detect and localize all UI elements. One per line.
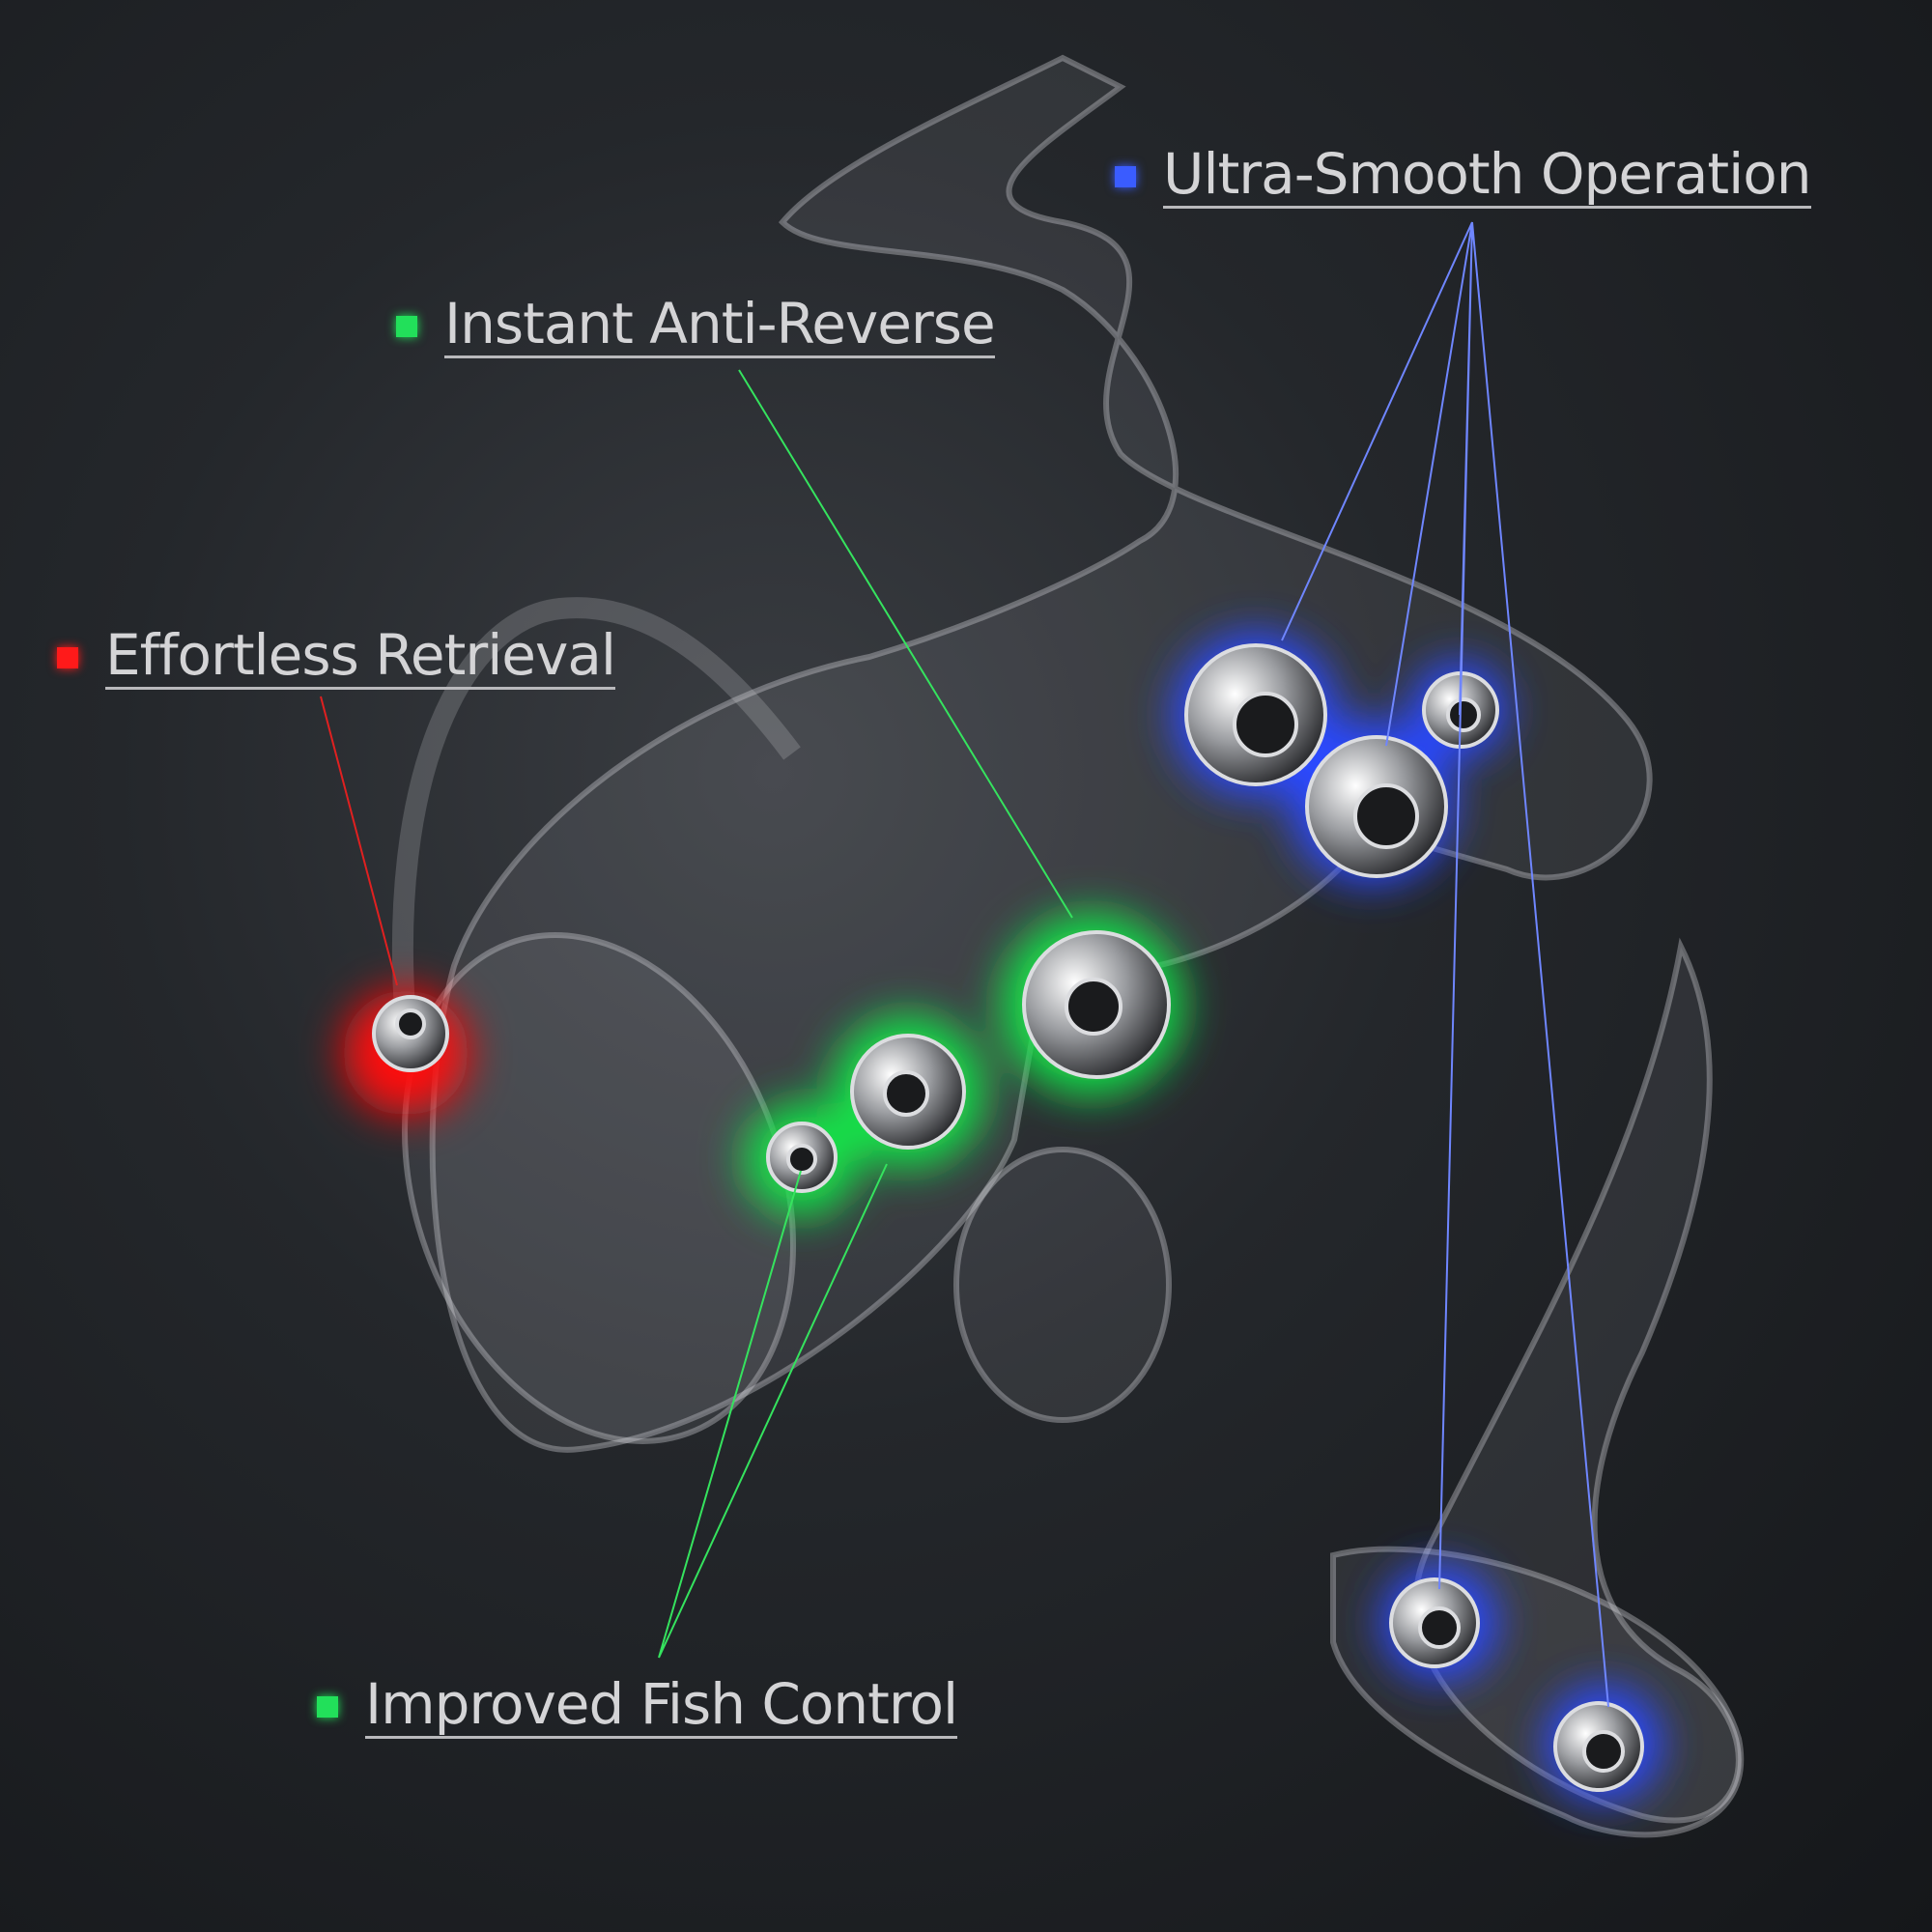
red-marker-icon — [57, 646, 78, 668]
bearing-icon — [766, 1122, 838, 1193]
bearing-icon — [1389, 1577, 1480, 1668]
callout-improved-fish-control: Improved Fish Control — [317, 1671, 958, 1739]
callout-effortless-retrieval: Effortless Retrieval — [57, 622, 616, 690]
leader-lines — [320, 221, 1609, 1708]
bearing-icon — [1553, 1701, 1644, 1792]
callout-ultra-smooth-operation: Ultra-Smooth Operation — [1115, 145, 1811, 209]
bearing-icon — [1184, 643, 1327, 786]
callout-label: Ultra-Smooth Operation — [1163, 141, 1811, 209]
callout-label: Effortless Retrieval — [105, 622, 616, 690]
blue-marker-icon — [1115, 165, 1136, 187]
bearing-icon — [1022, 930, 1171, 1079]
callout-instant-anti-reverse: Instant Anti-Reverse — [396, 291, 996, 358]
bearing-icon — [850, 1034, 966, 1150]
callout-label: Instant Anti-Reverse — [444, 291, 996, 358]
callout-label: Improved Fish Control — [365, 1671, 958, 1739]
bearings — [372, 643, 1644, 1792]
bearing-icon — [1305, 735, 1448, 878]
bearing-icon — [372, 995, 449, 1072]
green-marker-icon — [396, 315, 417, 337]
green-marker-icon — [317, 1695, 338, 1718]
